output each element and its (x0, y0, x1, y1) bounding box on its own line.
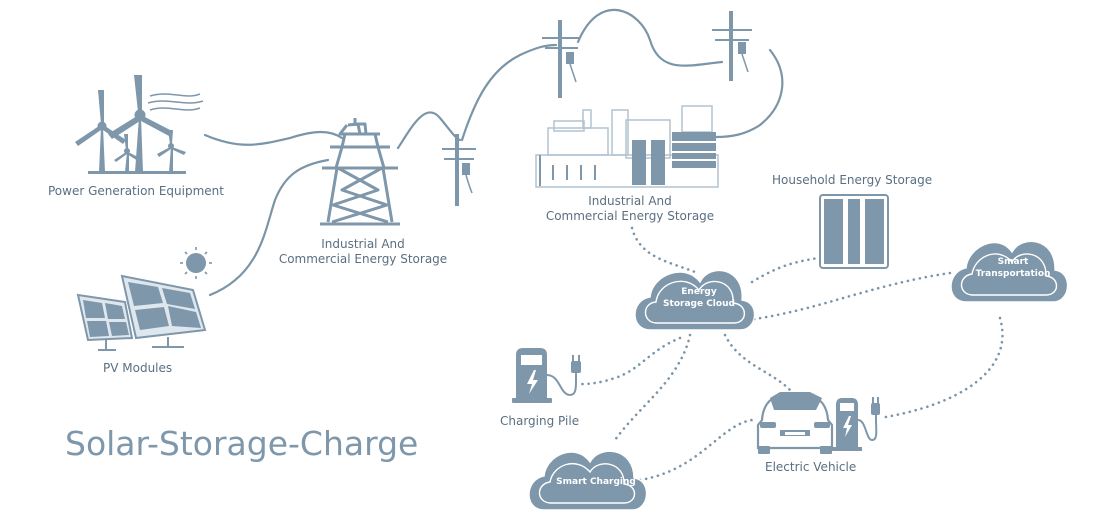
energy-storage-cloud-label-line2: Storage Cloud (663, 299, 735, 309)
energy-storage-cloud-label-line1: Energy (681, 287, 717, 297)
utility-pole-left-icon (442, 134, 476, 206)
utility-pole-top-icon (542, 20, 580, 98)
smart-transportation-label: Smart Transportation (970, 256, 1056, 280)
factory-storage-label: Industrial And Commercial Energy Storage (540, 194, 720, 224)
pv-modules-label: PV Modules (103, 361, 173, 375)
charging-pile-label: Charging Pile (500, 414, 580, 428)
dots-cloud-to-pile (580, 336, 682, 386)
dots-cloud-to-household (750, 256, 820, 284)
connector-pole-to-pole-top (460, 43, 558, 142)
smart-transportation-cloud-icon (950, 240, 1069, 303)
charging-pile-icon (512, 348, 581, 403)
wind-gust-lines (147, 93, 204, 111)
diagram-title: Solar-Storage-Charge (65, 424, 419, 463)
sun-icon (180, 247, 212, 279)
factory-storage-label-line2: Commercial Energy Storage (545, 209, 715, 223)
tower-storage-label-line1: Industrial And (321, 237, 405, 251)
wind-turbines-icon (75, 75, 204, 174)
smart-charging-cloud-icon (528, 450, 648, 511)
connector-pv-to-tower (208, 158, 330, 297)
smart-transportation-label-line2: Transportation (975, 269, 1051, 279)
household-storage-icon (819, 194, 889, 269)
household-storage-label: Household Energy Storage (772, 173, 933, 187)
connector-tower-to-pole (396, 111, 462, 150)
tower-storage-label-line2: Commercial Energy Storage (278, 252, 448, 266)
dots-cloud-to-ev (723, 333, 792, 392)
dotted-connectors (580, 226, 1004, 482)
connector-right-pole-to-factory (714, 48, 784, 139)
energy-storage-cloud-label: Energy Storage Cloud (654, 286, 744, 310)
smart-charging-label: Smart Charging (556, 477, 636, 487)
factory-icon (535, 105, 719, 188)
dots-transport-to-ev (878, 316, 1004, 420)
transmission-tower-icon (320, 118, 400, 226)
dots-cloud-to-transport (746, 271, 952, 322)
electric-vehicle-icon (756, 392, 880, 454)
solid-connectors (203, 8, 784, 297)
smart-transportation-label-line1: Smart (997, 257, 1029, 267)
power-generation-label: Power Generation Equipment (48, 184, 224, 198)
pv-modules-icon (76, 247, 212, 351)
factory-storage-label-line1: Industrial And (588, 194, 672, 208)
dots-smartcharging-to-ev (638, 418, 754, 482)
utility-pole-right-icon (712, 11, 752, 81)
dots-factory-to-cloud (630, 226, 697, 274)
electric-vehicle-label: Electric Vehicle (765, 460, 857, 474)
dots-cloud-to-smartcharging (613, 333, 692, 442)
connector-wind-to-tower (203, 130, 344, 146)
tower-storage-label: Industrial And Commercial Energy Storage (278, 237, 448, 267)
connector-top-arc (576, 8, 724, 67)
energy-storage-cloud-icon (634, 269, 756, 331)
